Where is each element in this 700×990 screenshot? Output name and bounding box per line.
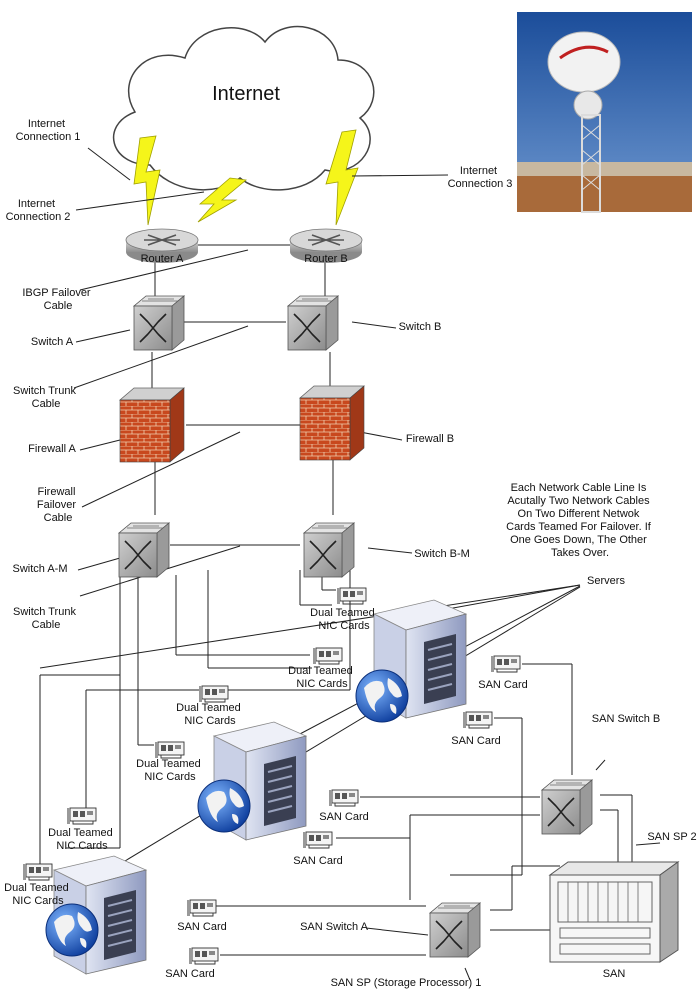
label-nic-4: Dual Teamed NIC Cards	[136, 758, 204, 783]
label-internet-connection-1: Internet Connection 1	[16, 118, 81, 143]
lightning-icon	[133, 135, 161, 226]
label-san: SAN	[603, 968, 626, 980]
label-switch-a: Switch A	[31, 336, 74, 348]
label-san-sp2: SAN SP 2	[647, 831, 696, 843]
switch-b-m	[303, 522, 355, 578]
label-san-card-6: SAN Card	[165, 968, 215, 980]
san-card-icon	[186, 899, 217, 917]
nic-card-icon	[198, 685, 229, 703]
label-san-card-5: SAN Card	[177, 921, 227, 933]
nic-card-icon	[336, 587, 367, 605]
san-card-icon	[328, 789, 359, 807]
labels: Internet Connection 1 Internet Connectio…	[4, 118, 697, 989]
label-san-card-4: SAN Card	[293, 855, 343, 867]
router-a-label: Router A	[141, 253, 184, 265]
label-switch-b-m: Switch B-M	[414, 548, 470, 560]
server-3	[45, 855, 147, 975]
globe-icon	[197, 779, 251, 833]
label-servers: Servers	[587, 575, 625, 587]
label-san-card-1: SAN Card	[478, 679, 528, 691]
lightning-bolts	[133, 129, 359, 226]
satellite-dish-photo	[517, 12, 692, 213]
label-nic-6: Dual Teamed NIC Cards	[4, 882, 72, 907]
label-ibgp-failover: IBGP Failover Cable	[22, 287, 93, 312]
san-storage	[548, 861, 680, 963]
lightning-icon	[197, 177, 247, 223]
switch-a	[133, 295, 185, 351]
router-a: Router A	[125, 228, 199, 265]
note-teamed-failover: Each Network Cable Line Is Acutally Two …	[506, 482, 654, 559]
server-2	[197, 721, 307, 841]
label-switch-trunk-2: Switch Trunk Cable	[13, 606, 79, 631]
label-san-card-2: SAN Card	[451, 735, 501, 747]
san-card-icon	[490, 655, 521, 673]
globe-icon	[45, 903, 99, 957]
label-switch-b: Switch B	[399, 321, 442, 333]
firewall-b	[299, 385, 365, 461]
label-switch-trunk-1: Switch Trunk Cable	[13, 385, 79, 410]
nic-card-icon	[22, 863, 53, 881]
label-nic-3: Dual Teamed NIC Cards	[176, 702, 244, 727]
internet-cloud: Internet	[113, 25, 375, 191]
label-internet-connection-2: Internet Connection 2	[6, 198, 71, 223]
nic-card-icon	[154, 741, 185, 759]
switch-b	[287, 295, 339, 351]
label-san-sp1: SAN SP (Storage Processor) 1	[331, 977, 482, 989]
router-b-label: Router B	[304, 253, 347, 265]
label-firewall-a: Firewall A	[28, 443, 76, 455]
nic-card-icon	[66, 807, 97, 825]
label-san-switch-a: SAN Switch A	[300, 921, 369, 933]
router-b: Router B	[289, 228, 363, 265]
label-switch-a-m: Switch A-M	[12, 563, 67, 575]
nic-card-icon	[312, 647, 343, 665]
label-san-card-3: SAN Card	[319, 811, 369, 823]
firewall-a	[119, 387, 185, 463]
switch-a-m	[118, 522, 170, 578]
label-firewall-b: Firewall B	[406, 433, 454, 445]
lightning-icon	[325, 129, 359, 226]
san-card-icon	[188, 947, 219, 965]
label-nic-2: Dual Teamed NIC Cards	[288, 665, 356, 690]
san-card-icon	[302, 831, 333, 849]
label-san-switch-b: SAN Switch B	[592, 713, 660, 725]
label-nic-5: Dual Teamed NIC Cards	[48, 827, 116, 852]
san-switch-a	[429, 902, 481, 958]
san-card-icon	[462, 711, 493, 729]
label-internet-connection-3: Internet Connection 3	[448, 165, 513, 190]
label-nic-1: Dual Teamed NIC Cards	[310, 607, 378, 632]
globe-icon	[355, 669, 409, 723]
san-switch-b	[541, 779, 593, 835]
label-firewall-failover: Firewall Failover Cable	[37, 486, 79, 524]
cloud-title: Internet	[212, 83, 280, 105]
